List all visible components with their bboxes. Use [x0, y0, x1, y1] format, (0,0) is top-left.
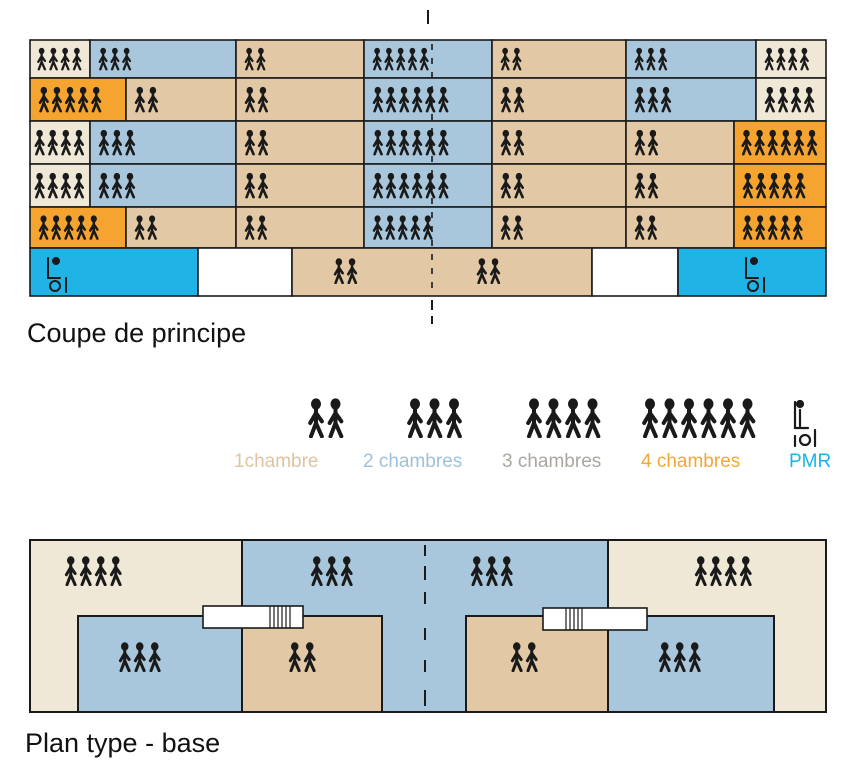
person-icon: [644, 398, 656, 436]
wheelchair-icon: [745, 257, 765, 293]
person-icon: [683, 398, 695, 436]
section-axis: [427, 10, 433, 324]
person-icon: [548, 398, 560, 436]
person-icon: [528, 398, 540, 436]
legend-icons: [310, 398, 817, 448]
stair-icon: [542, 607, 648, 631]
person-icon: [310, 398, 322, 436]
wheelchair-icon: [47, 257, 67, 293]
legend-label-3-chambres: 3 chambres: [502, 451, 602, 472]
person-icon: [703, 398, 715, 436]
person-icon: [722, 398, 734, 436]
person-icon: [330, 398, 342, 436]
legend-label-4-chambres: 4 chambres: [641, 451, 741, 472]
person-icon: [567, 398, 579, 436]
person-icon: [409, 398, 421, 436]
wheelchair-icon: [793, 399, 817, 448]
legend-label-2-chambres: 2 chambres: [363, 451, 463, 472]
legend-label-1-chambre: 1chambre: [234, 451, 319, 472]
person-icon: [448, 398, 460, 436]
person-icon: [664, 398, 676, 436]
section-title: Coupe de principe: [27, 318, 247, 348]
section-diagram: [29, 39, 827, 297]
person-icon: [742, 398, 754, 436]
stair-icon: [202, 605, 304, 629]
person-icon: [429, 398, 441, 436]
plan-diagram: [29, 539, 827, 713]
legend-label-pmr: PMR: [789, 451, 832, 472]
plan-title: Plan type - base: [25, 728, 221, 758]
person-icon: [587, 398, 599, 436]
